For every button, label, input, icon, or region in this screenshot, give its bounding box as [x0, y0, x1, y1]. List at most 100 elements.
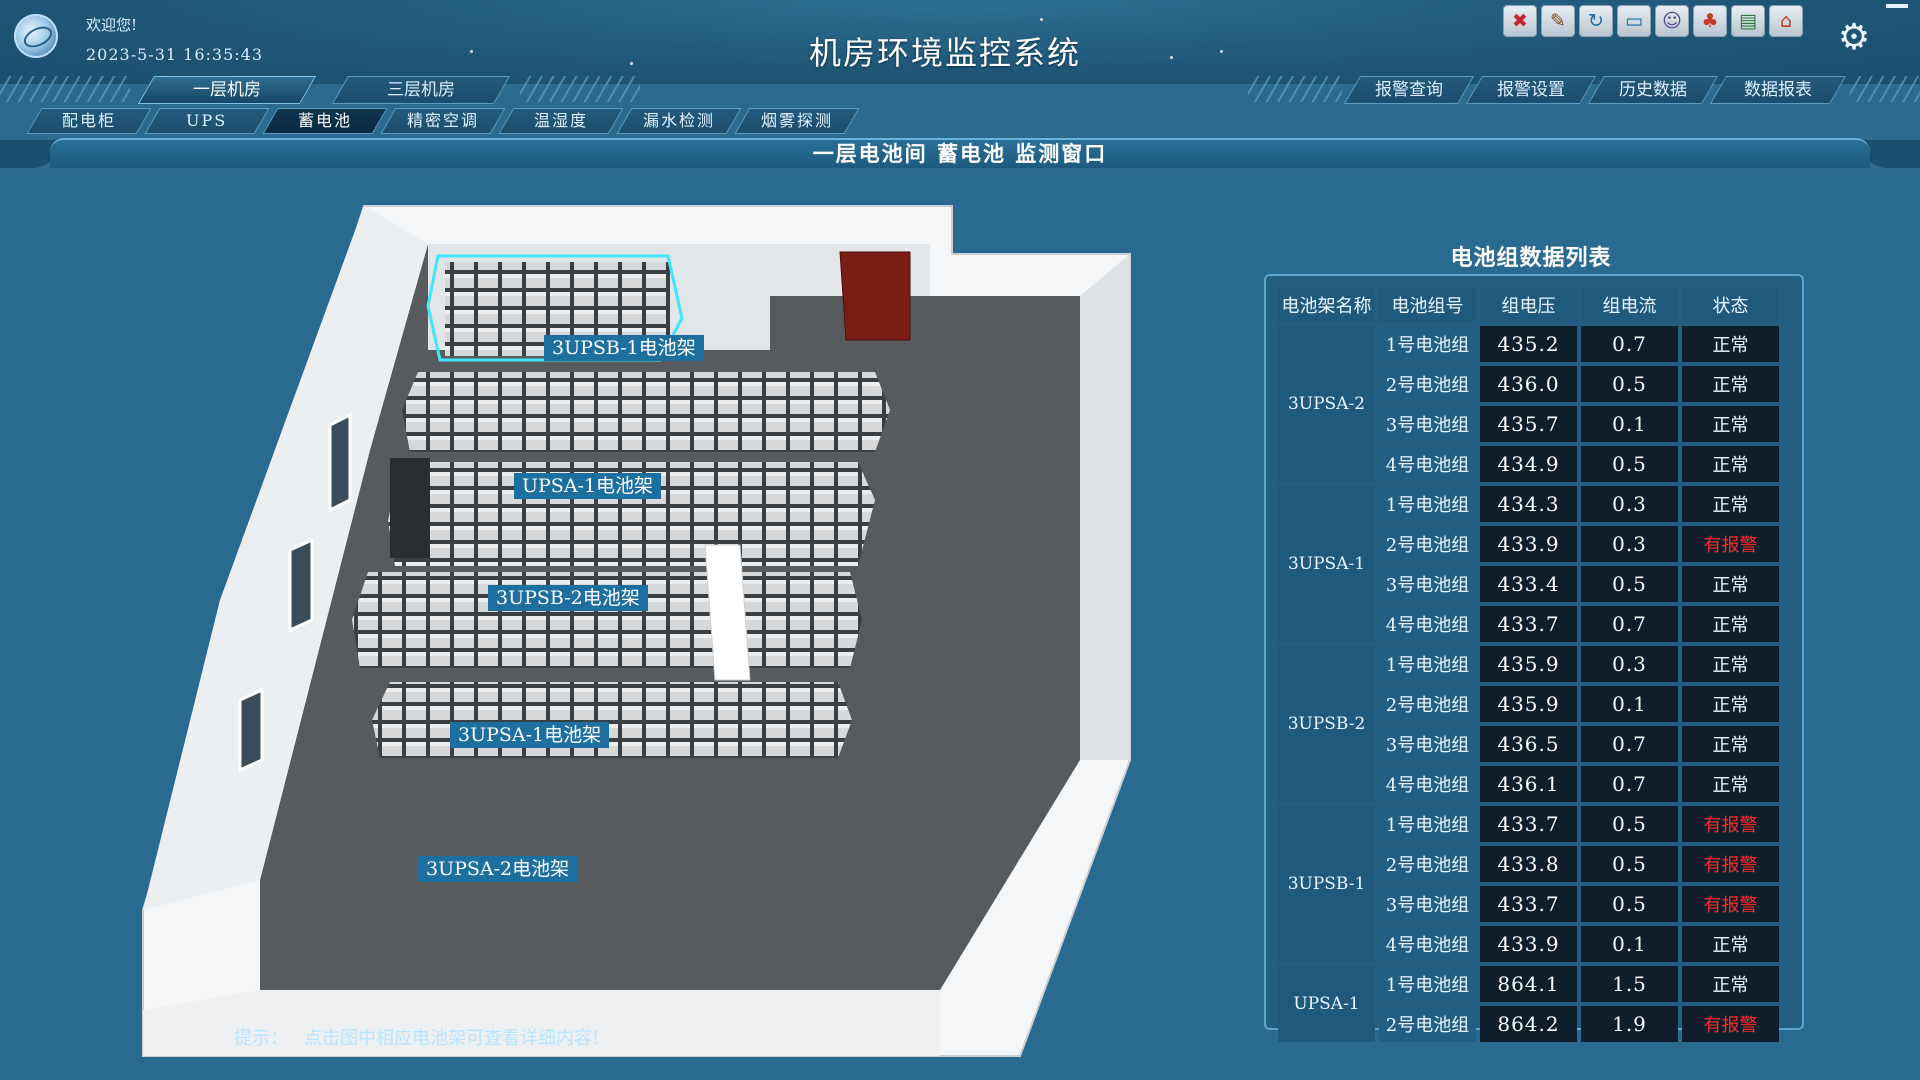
status-cell: 正常: [1682, 406, 1779, 442]
voltage-cell: 433.9: [1480, 926, 1577, 962]
tab-water-leak[interactable]: 漏水检测: [616, 108, 742, 134]
user-icon[interactable]: ☺: [1656, 6, 1688, 36]
tab-label: 漏水检测: [642, 111, 715, 130]
star-decoration: [1220, 50, 1223, 53]
toolbar: ✖ ✎ ↻ ▭ ☺ ♣ ▤ ⌂: [1504, 6, 1802, 38]
voltage-cell: 433.4: [1480, 566, 1577, 602]
window: [238, 412, 352, 773]
group-icon[interactable]: ♣: [1694, 6, 1726, 36]
voltage-cell: 433.7: [1480, 606, 1577, 642]
rack-label-upsa-1[interactable]: UPSA-1电池架: [514, 473, 662, 499]
group-number-cell: 1号电池组: [1379, 966, 1476, 1002]
tab-floor-3[interactable]: 三层机房: [331, 76, 511, 104]
current-cell: 0.5: [1581, 566, 1678, 602]
gear-icon[interactable]: ⚙: [1837, 17, 1871, 58]
status-cell: 有报警: [1682, 1006, 1779, 1042]
rack-label-3upsb-1[interactable]: 3UPSB-1电池架: [544, 335, 704, 361]
rack-name-cell: 3UPSA-2: [1278, 326, 1375, 482]
tab-temp-humidity[interactable]: 温湿度: [498, 108, 624, 134]
group-number-cell: 2号电池组: [1379, 686, 1476, 722]
room-left-wall: [143, 206, 428, 910]
monitor-icon[interactable]: ▭: [1618, 6, 1650, 36]
battery-rack-3upsb-2[interactable]: [388, 462, 875, 566]
rack-label-3upsb-2[interactable]: 3UPSB-2电池架: [488, 585, 648, 611]
current-cell: 0.1: [1581, 686, 1678, 722]
cabinet: [390, 458, 430, 558]
tab-battery[interactable]: 蓄电池: [262, 108, 388, 134]
current-cell: 0.7: [1581, 326, 1678, 362]
tab-label: 温湿度: [533, 111, 588, 130]
rack-label-3upsa-2[interactable]: 3UPSA-2电池架: [418, 856, 578, 882]
status-cell: 正常: [1682, 606, 1779, 642]
voltage-cell: 436.0: [1480, 366, 1577, 402]
room-right-wall: [1080, 254, 1130, 760]
group-number-cell: 3号电池组: [1379, 886, 1476, 922]
home-icon[interactable]: ⌂: [1770, 6, 1802, 36]
voltage-cell: 433.9: [1480, 526, 1577, 562]
status-cell: 正常: [1682, 446, 1779, 482]
battery-rack-upsa-1[interactable]: [402, 372, 890, 452]
voltage-cell: 434.3: [1480, 486, 1577, 522]
tab-floor-1[interactable]: 一层机房: [137, 76, 317, 104]
rack-name-cell: 3UPSA-1: [1278, 486, 1375, 642]
pillar: [704, 544, 751, 681]
tab-ups[interactable]: UPS: [144, 108, 270, 134]
rack-name-cell: 3UPSB-1: [1278, 806, 1375, 962]
status-cell: 有报警: [1682, 886, 1779, 922]
tab-smoke-detection[interactable]: 烟雾探测: [734, 108, 860, 134]
table-header-row: 电池架名称 电池组号 组电压 组电流 状态: [1278, 288, 1779, 322]
chart-icon[interactable]: ▤: [1732, 6, 1764, 36]
door: [839, 251, 911, 341]
room-front-wall: [143, 990, 940, 1056]
window-title-bar: [50, 138, 1870, 168]
tab-label: 蓄电池: [297, 111, 352, 130]
group-number-cell: 2号电池组: [1379, 1006, 1476, 1042]
status-cell: 正常: [1682, 926, 1779, 962]
group-number-cell: 4号电池组: [1379, 606, 1476, 642]
data-report-button[interactable]: 数据报表: [1709, 76, 1847, 104]
tab-label: 报警设置: [1497, 80, 1565, 100]
alarm-off-icon[interactable]: ✖: [1504, 6, 1536, 36]
hatch-decoration: [1850, 76, 1920, 102]
current-cell: 0.5: [1581, 846, 1678, 882]
hatch-decoration: [1248, 76, 1342, 102]
status-cell: 正常: [1682, 486, 1779, 522]
tab-label: UPS: [186, 111, 228, 130]
voltage-cell: 435.9: [1480, 646, 1577, 682]
datetime-text: 2023-5-31 16:35:43: [86, 45, 264, 64]
tools-icon[interactable]: ✎: [1542, 6, 1574, 36]
hatch-decoration: [520, 76, 640, 102]
voltage-cell: 435.9: [1480, 686, 1577, 722]
history-data-button[interactable]: 历史数据: [1587, 76, 1719, 104]
battery-rack-3upsa-2[interactable]: [372, 682, 852, 758]
group-number-cell: 4号电池组: [1379, 766, 1476, 802]
table-title: 电池组数据列表: [1450, 245, 1612, 271]
alarm-query-button[interactable]: 报警查询: [1343, 76, 1475, 104]
star-decoration: [630, 62, 633, 65]
current-cell: 0.3: [1581, 526, 1678, 562]
tab-distribution-cabinet[interactable]: 配电柜: [26, 108, 152, 134]
voltage-cell: 864.2: [1480, 1006, 1577, 1042]
minimize-icon[interactable]: [1886, 4, 1908, 8]
alarm-settings-button[interactable]: 报警设置: [1465, 76, 1597, 104]
voltage-cell: 436.5: [1480, 726, 1577, 762]
column-header: 电池架名称: [1278, 288, 1375, 322]
rack-label-3upsa-1[interactable]: 3UPSA-1电池架: [450, 722, 610, 748]
group-number-cell: 3号电池组: [1379, 566, 1476, 602]
refresh-icon[interactable]: ↻: [1580, 6, 1612, 36]
group-number-cell: 1号电池组: [1379, 326, 1476, 362]
system-logo: [14, 14, 58, 58]
tab-precision-ac[interactable]: 精密空调: [380, 108, 506, 134]
group-number-cell: 2号电池组: [1379, 526, 1476, 562]
group-number-cell: 1号电池组: [1379, 806, 1476, 842]
